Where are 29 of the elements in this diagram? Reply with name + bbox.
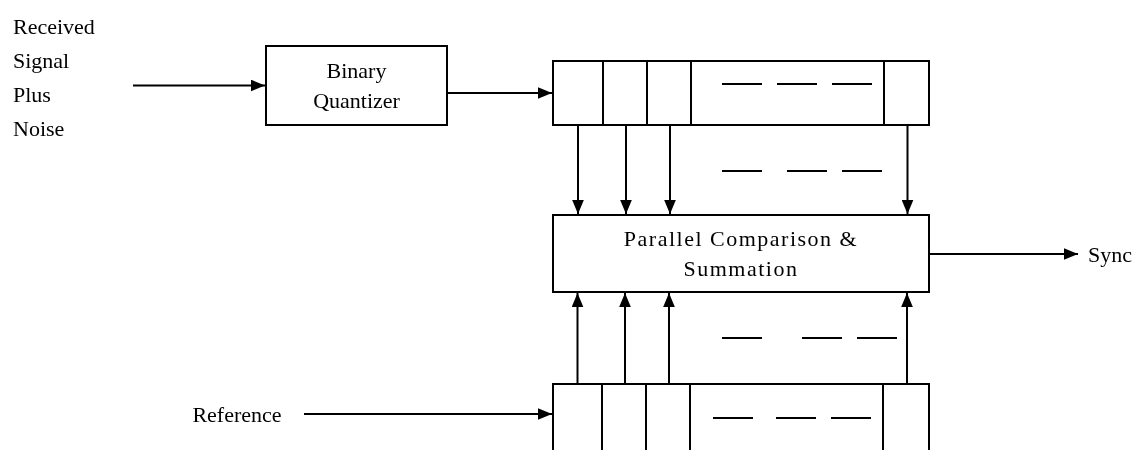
arrow <box>447 87 553 99</box>
arrow <box>901 125 914 215</box>
arrow <box>663 292 675 384</box>
signal-label: Reference <box>192 401 282 429</box>
register-cell <box>648 60 692 126</box>
register-cell <box>884 383 930 450</box>
register-cell <box>647 383 691 450</box>
register-cell <box>552 60 604 126</box>
register-cell <box>885 60 930 126</box>
register-cell <box>691 383 884 450</box>
signal-label: Received Signal Plus Noise <box>13 13 96 143</box>
register-cell <box>603 383 647 450</box>
arrow <box>664 125 676 215</box>
arrow <box>901 292 913 384</box>
box-label: Binary Quantizer <box>312 56 401 115</box>
register-cell <box>692 60 885 126</box>
arrow <box>132 79 266 92</box>
box-label: Parallel Comparison & Summation <box>622 224 860 283</box>
arrow <box>303 408 553 420</box>
signal-label: Sync <box>1088 241 1132 269</box>
arrow <box>620 125 632 215</box>
register-cell <box>552 383 603 450</box>
process-box <box>552 214 930 293</box>
process-box <box>265 45 448 126</box>
arrow <box>572 125 584 215</box>
register-cell <box>604 60 648 126</box>
arrow <box>929 248 1079 260</box>
arrow <box>571 292 584 384</box>
arrow <box>619 292 631 384</box>
